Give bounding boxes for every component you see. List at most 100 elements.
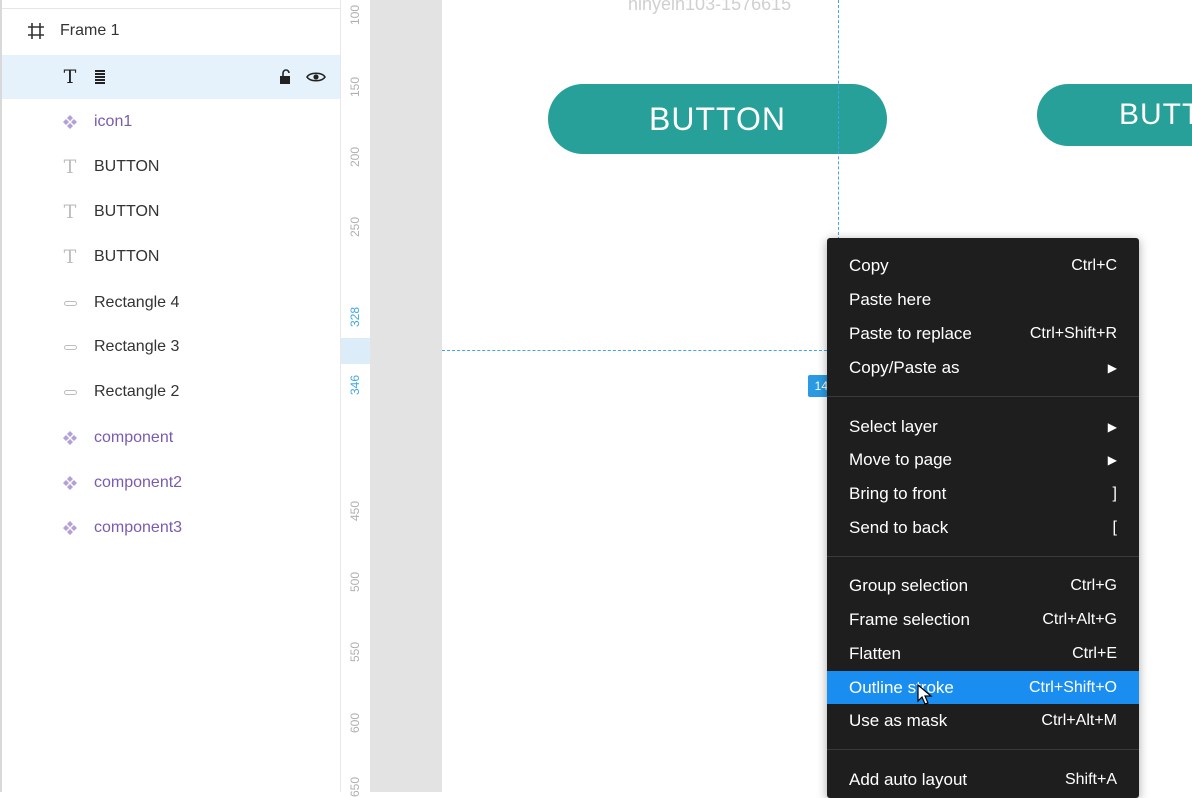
ruler-tick: 500 bbox=[348, 571, 362, 592]
vertical-guide-line bbox=[838, 0, 839, 240]
component-icon bbox=[60, 473, 80, 493]
menu-item-label: Bring to front bbox=[849, 483, 947, 503]
submenu-arrow-icon: ▶ bbox=[1107, 419, 1117, 434]
menu-item-shortcut: Ctrl+G bbox=[1070, 576, 1117, 594]
menu-item-label: Select layer bbox=[849, 416, 938, 436]
layer-component[interactable]: component bbox=[2, 416, 342, 460]
menu-item-label: Add auto layout bbox=[849, 769, 968, 789]
layer-icon1[interactable]: icon1 bbox=[2, 100, 342, 144]
layer-label: Rectangle 2 bbox=[94, 383, 180, 400]
button-component-1[interactable]: BUTTON bbox=[548, 84, 887, 154]
text-icon: T bbox=[63, 66, 77, 88]
menu-item-label: Group selection bbox=[849, 575, 969, 595]
layer-label: icon1 bbox=[94, 113, 133, 130]
menu-item-frame-selection[interactable]: Frame selection Ctrl+Alt+G bbox=[827, 603, 1139, 636]
unlock-icon[interactable] bbox=[276, 67, 296, 87]
menu-item-copy-paste-as[interactable]: Copy/Paste as ▶ bbox=[827, 351, 1139, 384]
component-icon bbox=[60, 518, 80, 538]
menu-item-shortcut: [ bbox=[1112, 518, 1117, 536]
menu-item-shortcut: Shift+A bbox=[1064, 770, 1117, 788]
menu-item-copy[interactable]: Copy Ctrl+C bbox=[827, 249, 1139, 282]
submenu-arrow-icon: ▶ bbox=[1107, 452, 1117, 467]
layer-label: component bbox=[94, 429, 174, 446]
canvas-background bbox=[370, 0, 442, 792]
menu-item-shortcut: Ctrl+C bbox=[1071, 256, 1117, 274]
menu-item-paste-to-replace[interactable]: Paste to replace Ctrl+Shift+R bbox=[827, 317, 1139, 350]
component-icon bbox=[60, 428, 80, 448]
mouse-cursor-icon bbox=[917, 683, 933, 711]
frame-icon bbox=[26, 21, 46, 41]
layer-rectangle-4[interactable]: Rectangle 4 bbox=[2, 281, 342, 325]
menu-item-send-to-back[interactable]: Send to back [ bbox=[827, 511, 1139, 544]
layer-frame-1[interactable]: Frame 1 bbox=[2, 9, 342, 53]
text-icon: T bbox=[63, 201, 77, 223]
menu-item-shortcut: Ctrl+Shift+O bbox=[1028, 678, 1117, 696]
menu-item-outline-stroke[interactable]: Outline stroke Ctrl+Shift+O bbox=[827, 671, 1139, 704]
text-icon: T bbox=[63, 156, 77, 178]
menu-item-add-auto-layout[interactable]: Add auto layout Shift+A bbox=[827, 763, 1139, 796]
ruler-tick-selected-start: 328 bbox=[348, 306, 362, 327]
vertical-ruler[interactable]: 100 150 200 250 328 346 450 500 550 600 … bbox=[340, 0, 371, 797]
layer-label: Rectangle 4 bbox=[94, 294, 180, 311]
layer-component2[interactable]: component2 bbox=[2, 461, 342, 505]
layer-button-text-1[interactable]: T BUTTON bbox=[2, 145, 342, 189]
divider bbox=[2, 8, 342, 9]
ruler-tick: 650 bbox=[348, 776, 362, 797]
ruler-selection-band bbox=[341, 338, 371, 364]
layer-label: Rectangle 3 bbox=[94, 338, 180, 355]
ruler-tick: 150 bbox=[348, 76, 362, 97]
menu-item-bring-to-front[interactable]: Bring to front ] bbox=[827, 477, 1139, 510]
layer-rectangle-3[interactable]: Rectangle 3 bbox=[2, 325, 342, 369]
menu-item-label: Paste here bbox=[849, 289, 932, 309]
layer-label: Frame 1 bbox=[60, 22, 120, 39]
menu-item-shortcut: Ctrl+Shift+R bbox=[1029, 324, 1117, 342]
rectangle-icon bbox=[60, 293, 80, 313]
watermark-text: hinyein103-1576615 bbox=[628, 0, 792, 14]
menu-item-label: Outline stroke bbox=[849, 677, 954, 697]
horizontal-guide-line bbox=[442, 350, 832, 351]
menu-item-flatten[interactable]: Flatten Ctrl+E bbox=[827, 637, 1139, 670]
ruler-tick: 100 bbox=[348, 4, 362, 25]
layer-rectangle-2[interactable]: Rectangle 2 bbox=[2, 370, 342, 414]
layer-label: BUTTON bbox=[94, 203, 160, 220]
context-menu: Copy Ctrl+C Paste here Paste to replace … bbox=[827, 238, 1139, 798]
menu-item-use-as-mask[interactable]: Use as mask Ctrl+Alt+M bbox=[827, 704, 1139, 737]
layer-label: BUTTON bbox=[94, 248, 160, 265]
ruler-tick: 200 bbox=[348, 146, 362, 167]
text-align-icon bbox=[90, 67, 110, 87]
layer-button-text-2[interactable]: T BUTTON bbox=[2, 190, 342, 234]
measurement-badge: 14 bbox=[808, 375, 830, 397]
ruler-tick: 450 bbox=[348, 500, 362, 521]
component-icon bbox=[60, 112, 80, 132]
menu-item-shortcut: Ctrl+Alt+M bbox=[1041, 711, 1117, 729]
menu-divider bbox=[827, 556, 1139, 557]
menu-item-label: Move to page bbox=[849, 449, 953, 469]
layer-component3[interactable]: component3 bbox=[2, 506, 342, 550]
menu-item-move-to-page[interactable]: Move to page ▶ bbox=[827, 443, 1139, 476]
menu-item-label: Frame selection bbox=[849, 609, 970, 629]
button-component-2[interactable]: BUTTON bbox=[1037, 84, 1192, 146]
menu-item-label: Copy/Paste as bbox=[849, 357, 960, 377]
ruler-tick: 600 bbox=[348, 712, 362, 733]
layer-label: BUTTON bbox=[94, 158, 160, 175]
menu-item-label: Copy bbox=[849, 255, 889, 275]
menu-item-select-layer[interactable]: Select layer ▶ bbox=[827, 410, 1139, 443]
menu-item-group-selection[interactable]: Group selection Ctrl+G bbox=[827, 569, 1139, 602]
menu-item-label: Flatten bbox=[849, 643, 901, 663]
menu-item-shortcut: Ctrl+E bbox=[1072, 644, 1117, 662]
submenu-arrow-icon: ▶ bbox=[1107, 360, 1117, 375]
rectangle-icon bbox=[60, 337, 80, 357]
ruler-tick: 550 bbox=[348, 641, 362, 662]
ruler-tick: 250 bbox=[348, 216, 362, 237]
visibility-eye-icon[interactable] bbox=[306, 67, 326, 87]
ruler-tick-selected-end: 346 bbox=[348, 374, 362, 395]
menu-item-label: Send to back bbox=[849, 517, 949, 537]
layer-label: component2 bbox=[94, 474, 183, 491]
menu-item-shortcut: ] bbox=[1112, 484, 1117, 502]
menu-divider bbox=[827, 749, 1139, 750]
layer-selected-text[interactable]: T bbox=[2, 55, 342, 99]
menu-item-paste-here[interactable]: Paste here bbox=[827, 283, 1139, 316]
layer-label: component3 bbox=[94, 519, 183, 536]
layer-button-text-3[interactable]: T BUTTON bbox=[2, 235, 342, 279]
menu-item-label: Use as mask bbox=[849, 710, 948, 730]
